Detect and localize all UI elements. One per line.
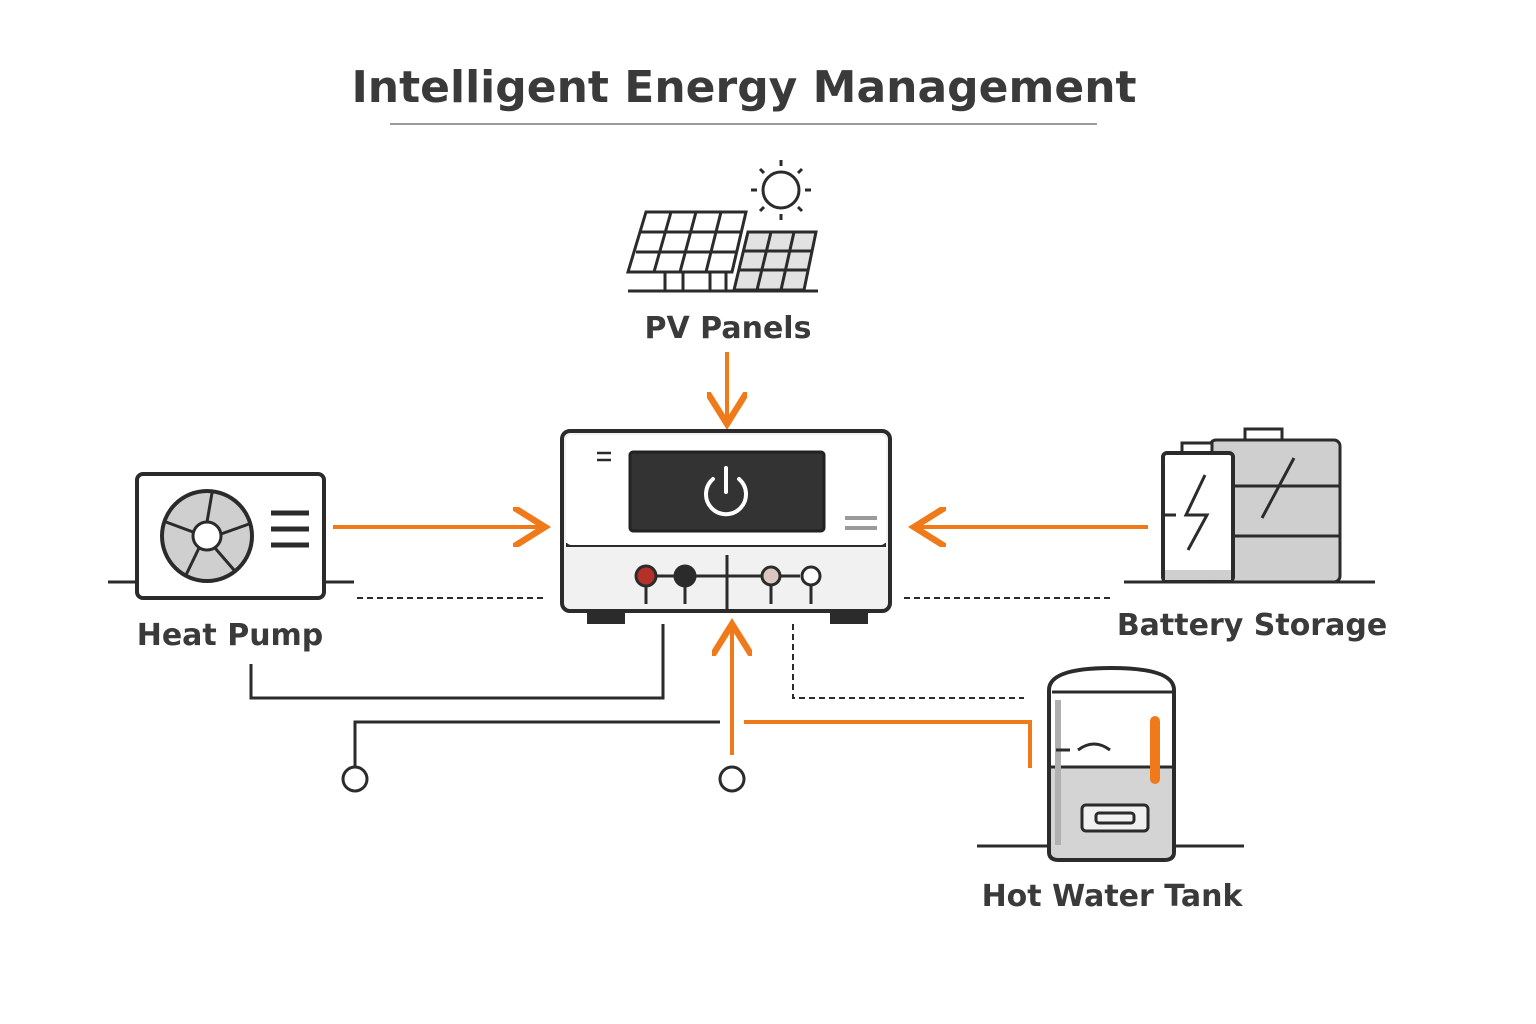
solar-panel-icon	[625, 210, 818, 293]
diagram-title: Intelligent Energy Management	[351, 62, 1136, 113]
connection-terminals	[634, 555, 822, 610]
pv-panels-node	[625, 160, 818, 293]
terminal-led-red	[634, 564, 658, 588]
sun-icon	[751, 160, 811, 220]
power-icon[interactable]	[704, 466, 748, 517]
fan-icon	[160, 489, 254, 583]
hot-water-tank-node	[977, 665, 1244, 862]
heat-pump-return-line	[249, 624, 665, 700]
hot-water-signal-line	[792, 624, 1024, 699]
tank-display	[1080, 803, 1150, 833]
terminal-light	[760, 565, 782, 587]
pv-panels-label: PV Panels	[645, 311, 812, 346]
battery-storage-label: Battery Storage	[1117, 608, 1387, 643]
hot-water-tank-label: Hot Water Tank	[982, 879, 1244, 914]
terminal-open	[800, 565, 822, 587]
battery-storage-node	[1124, 427, 1375, 584]
hot-water-feed-line	[744, 720, 1032, 768]
grid-terminal-left	[341, 765, 369, 793]
energy-controller	[560, 429, 892, 624]
grid-line	[353, 720, 720, 766]
heat-pump-node	[108, 472, 354, 600]
terminal-dark	[673, 564, 697, 588]
grid-terminal-center	[718, 765, 746, 793]
heat-pump-label: Heat Pump	[137, 618, 324, 653]
lightning-icon	[1183, 474, 1210, 551]
